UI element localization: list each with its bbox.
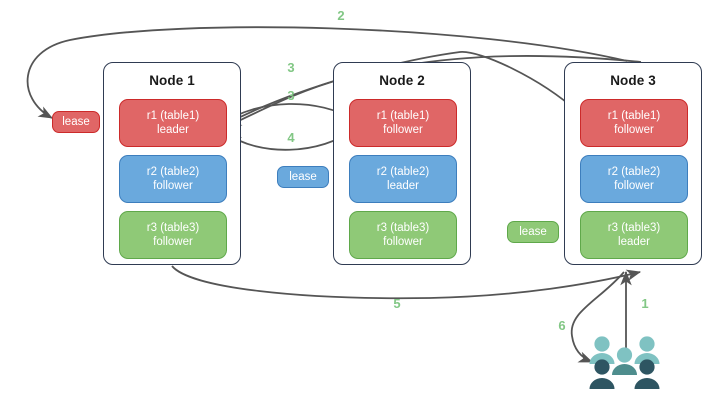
- users-icon: [589, 336, 660, 389]
- node-2-replica-r3[interactable]: r3 (table3) follower: [349, 211, 457, 259]
- node-2-replica-r2-line1: r2 (table2): [376, 166, 430, 178]
- edge-label-1: 1: [641, 296, 649, 311]
- node-2-replica-r2-line2: leader: [387, 180, 419, 192]
- node-3-replica-r3[interactable]: r3 (table3) leader: [580, 211, 688, 259]
- node-2-replica-r3-line1: r3 (table3): [376, 222, 430, 234]
- edge-label-4: 4: [287, 130, 295, 145]
- node-3-container[interactable]: Node 3 r1 (table1) follower r2 (table2) …: [564, 62, 702, 265]
- node-3-replica-r2[interactable]: r2 (table2) follower: [580, 155, 688, 203]
- lease-table2[interactable]: lease: [277, 166, 329, 188]
- node-3-replica-r2-line1: r2 (table2): [607, 166, 661, 178]
- node-1-container[interactable]: Node 1 r1 (table1) leader r2 (table2) fo…: [103, 62, 241, 265]
- node-1-replica-r1-line2: leader: [157, 124, 189, 136]
- lease-table1[interactable]: lease: [52, 111, 100, 133]
- node-1-replica-r2[interactable]: r2 (table2) follower: [119, 155, 227, 203]
- node-2-replica-r1-line2: follower: [383, 124, 423, 136]
- node-3-replica-r1-line1: r1 (table1): [607, 110, 661, 122]
- node-2-replica-r2[interactable]: r2 (table2) leader: [349, 155, 457, 203]
- node-2-container[interactable]: Node 2 r1 (table1) follower r2 (table2) …: [333, 62, 471, 265]
- node-3-replica-r1[interactable]: r1 (table1) follower: [580, 99, 688, 147]
- edge-label-5: 5: [393, 296, 401, 311]
- node-1-replica-r2-line1: r2 (table2): [146, 166, 200, 178]
- node-3-title: Node 3: [610, 73, 656, 88]
- node-3-replica-r2-line2: follower: [614, 180, 654, 192]
- node-3-replica-r3-line1: r3 (table3): [607, 222, 661, 234]
- node-1-replica-r3-line1: r3 (table3): [146, 222, 200, 234]
- node-1-title: Node 1: [149, 73, 195, 88]
- node-2-replica-r1-line1: r1 (table1): [376, 110, 430, 122]
- edge-label-3-lower: 3: [287, 88, 295, 103]
- node-3-replica-r1-line2: follower: [614, 124, 654, 136]
- edge-label-6: 6: [558, 318, 566, 333]
- node-1-replica-r1[interactable]: r1 (table1) leader: [119, 99, 227, 147]
- node-2-replica-r3-line2: follower: [383, 236, 423, 248]
- node-2-title: Node 2: [379, 73, 425, 88]
- edge-label-2: 2: [337, 8, 345, 23]
- node-1-replica-r2-line2: follower: [153, 180, 193, 192]
- node-1-replica-r3-line2: follower: [153, 236, 193, 248]
- edge-label-3-upper: 3: [287, 60, 295, 75]
- node-1-replica-r3[interactable]: r3 (table3) follower: [119, 211, 227, 259]
- node-2-replica-r1[interactable]: r1 (table1) follower: [349, 99, 457, 147]
- lease-table3[interactable]: lease: [507, 221, 559, 243]
- edge-5-path: [171, 265, 642, 300]
- node-3-replica-r3-line2: leader: [618, 236, 650, 248]
- node-1-replica-r1-line1: r1 (table1): [146, 110, 200, 122]
